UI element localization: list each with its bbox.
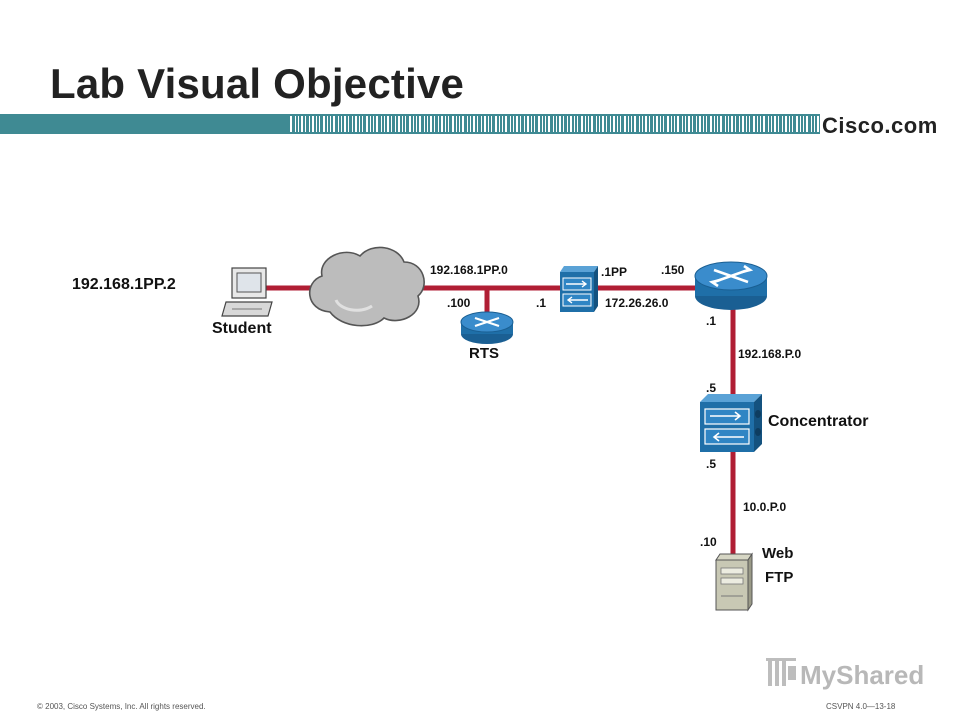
server-host-label: .10	[700, 535, 717, 549]
copyright-text: © 2003, Cisco Systems, Inc. All rights r…	[37, 702, 206, 711]
cisco-com-logo: Cisco.com	[822, 113, 938, 138]
main-router-icon	[694, 261, 768, 310]
net-b-label: 172.26.26.0	[605, 296, 669, 310]
router-down-label: .1	[706, 314, 717, 328]
net-a-label: 192.168.1PP.0	[430, 263, 508, 277]
internet-cloud-icon	[308, 246, 425, 327]
svg-text:MyShared: MyShared	[800, 660, 924, 690]
student-label: Student	[212, 320, 272, 337]
myshared-logo: MyShared	[766, 658, 924, 690]
student-ip-label: 192.168.1PP.2	[72, 276, 176, 293]
page-title: Lab Visual Objective	[50, 60, 465, 107]
rts-label: RTS	[469, 345, 499, 362]
net-d-label: 10.0.P.0	[743, 500, 787, 514]
net-c-label: 192.168.P.0	[738, 347, 802, 361]
vpn-in-label: .1	[536, 296, 547, 310]
server-label-ftp: FTP	[765, 569, 794, 586]
page-reference: CSVPN 4.0—13-18	[826, 702, 896, 711]
server-label-web: Web	[762, 545, 794, 562]
conc-top-label: .5	[706, 381, 717, 395]
concentrator-label: Concentrator	[768, 413, 869, 430]
concentrator-icon	[700, 394, 762, 452]
vpn-device-icon	[560, 266, 598, 312]
vpn-out-label: .1PP	[601, 265, 628, 279]
rts-host-label: .100	[447, 296, 471, 310]
student-pc-icon	[221, 267, 273, 317]
conc-bottom-label: .5	[706, 457, 717, 471]
rts-router-icon	[460, 311, 514, 344]
network-links	[262, 285, 736, 556]
web-ftp-server-icon	[715, 552, 753, 612]
router-left-label: .150	[661, 263, 685, 277]
header-banner	[0, 114, 820, 134]
